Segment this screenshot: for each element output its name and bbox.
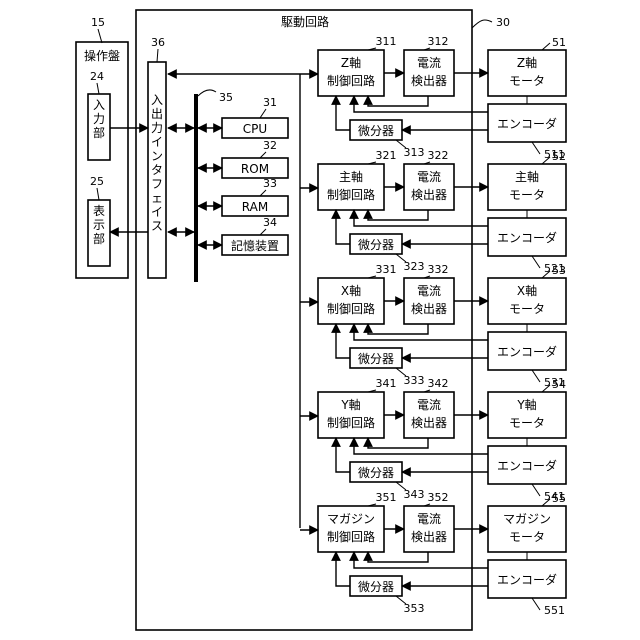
differentiator-ref: 313: [404, 146, 425, 159]
rom-ref: 32: [263, 139, 277, 152]
motor-ref: 53: [552, 264, 566, 277]
cpu-ref: 31: [263, 96, 277, 109]
motor-ref: 55: [552, 492, 566, 505]
current-detector-label-1: 電流: [417, 284, 441, 298]
control-circuit-label: 制御回路: [327, 73, 375, 88]
encoder-leader: [532, 370, 540, 382]
differentiator-ref: 323: [404, 260, 425, 273]
motor-ref: 54: [552, 378, 566, 391]
input-unit-label: 入力部: [93, 98, 105, 140]
current-detector-ref: 322: [428, 149, 449, 162]
current-detector-ref: 352: [428, 491, 449, 504]
drive-circuit-ref: 30: [496, 16, 510, 29]
storage-label: 記憶装置: [231, 238, 279, 253]
rom-label: ROM: [241, 162, 269, 176]
control-circuit-ref: 311: [376, 35, 397, 48]
control-circuit-axis-label: Z軸: [341, 56, 361, 70]
ram-ref: 33: [263, 177, 277, 190]
control-circuit-ref: 351: [376, 491, 397, 504]
motor-label: モータ: [509, 530, 545, 544]
motor-label: モータ: [509, 74, 545, 88]
encoder-label: エンコーダ: [497, 230, 557, 245]
motor-ref: 52: [552, 150, 566, 163]
control-circuit-axis-label: 主軸: [339, 170, 363, 184]
differentiator-label: 微分器: [358, 124, 394, 138]
differentiator-ref: 343: [404, 488, 425, 501]
current-detector-ref: 332: [428, 263, 449, 276]
control-circuit-ref: 331: [376, 263, 397, 276]
storage-ref: 34: [263, 216, 277, 229]
current-detector-label-2: 検出器: [411, 530, 447, 544]
differentiator-label: 微分器: [358, 352, 394, 366]
encoder-leader: [532, 598, 540, 610]
motor-label: モータ: [509, 188, 545, 202]
display-unit-label: 表示部: [93, 204, 105, 246]
encoder-leader: [532, 484, 540, 496]
motor-axis-label: 主軸: [515, 170, 539, 184]
control-circuit-label: 制御回路: [327, 187, 375, 202]
differentiator-label: 微分器: [358, 580, 394, 594]
ram-label: RAM: [242, 200, 268, 214]
motor-leader: [542, 43, 550, 50]
differentiator-label: 微分器: [358, 466, 394, 480]
control-circuit-axis-label: Y軸: [340, 398, 360, 412]
current-detector-label-1: 電流: [417, 398, 441, 412]
differentiator-ref: 353: [404, 602, 425, 615]
motor-axis-label: Z軸: [517, 56, 537, 70]
io-interface-ref: 36: [151, 36, 165, 49]
motor-axis-label: マガジン: [503, 512, 551, 526]
bus-ref: 35: [219, 91, 233, 104]
motor-axis-label: Y軸: [516, 398, 536, 412]
encoder-label: エンコーダ: [497, 572, 557, 587]
motor-label: モータ: [509, 302, 545, 316]
display-unit-ref: 25: [90, 175, 104, 188]
control-circuit-label: 制御回路: [327, 529, 375, 544]
control-circuit-label: 制御回路: [327, 301, 375, 316]
operation-panel-ref: 15: [91, 16, 105, 29]
control-circuit-axis-label: マガジン: [327, 512, 375, 526]
differentiator-ref: 333: [404, 374, 425, 387]
io-interface-label: 入出力インタフェイス: [151, 93, 163, 233]
current-detector-label-2: 検出器: [411, 302, 447, 316]
differentiator-label: 微分器: [358, 238, 394, 252]
drive-circuit-label: 駆動回路: [281, 14, 329, 29]
current-detector-label-1: 電流: [417, 56, 441, 70]
current-detector-label-2: 検出器: [411, 188, 447, 202]
operation-panel-leader: [98, 29, 102, 43]
encoder-leader: [532, 256, 540, 268]
operation-panel-label: 操作盤: [84, 48, 120, 63]
encoder-leader: [532, 142, 540, 154]
encoder-label: エンコーダ: [497, 116, 557, 131]
input-unit-ref: 24: [90, 70, 104, 83]
encoder-label: エンコーダ: [497, 344, 557, 359]
current-detector-ref: 312: [428, 35, 449, 48]
control-circuit-label: 制御回路: [327, 415, 375, 430]
current-detector-label-1: 電流: [417, 170, 441, 184]
control-circuit-ref: 341: [376, 377, 397, 390]
current-detector-label-1: 電流: [417, 512, 441, 526]
motor-ref: 51: [552, 36, 566, 49]
current-detector-ref: 342: [428, 377, 449, 390]
motor-axis-label: X軸: [517, 284, 537, 298]
motor-label: モータ: [509, 416, 545, 430]
encoder-ref: 551: [544, 604, 565, 617]
drive-circuit-leader: [472, 20, 492, 28]
cpu-label: CPU: [243, 122, 267, 136]
encoder-label: エンコーダ: [497, 458, 557, 473]
current-detector-label-2: 検出器: [411, 416, 447, 430]
control-circuit-axis-label: X軸: [341, 284, 361, 298]
control-circuit-ref: 321: [376, 149, 397, 162]
current-detector-label-2: 検出器: [411, 74, 447, 88]
